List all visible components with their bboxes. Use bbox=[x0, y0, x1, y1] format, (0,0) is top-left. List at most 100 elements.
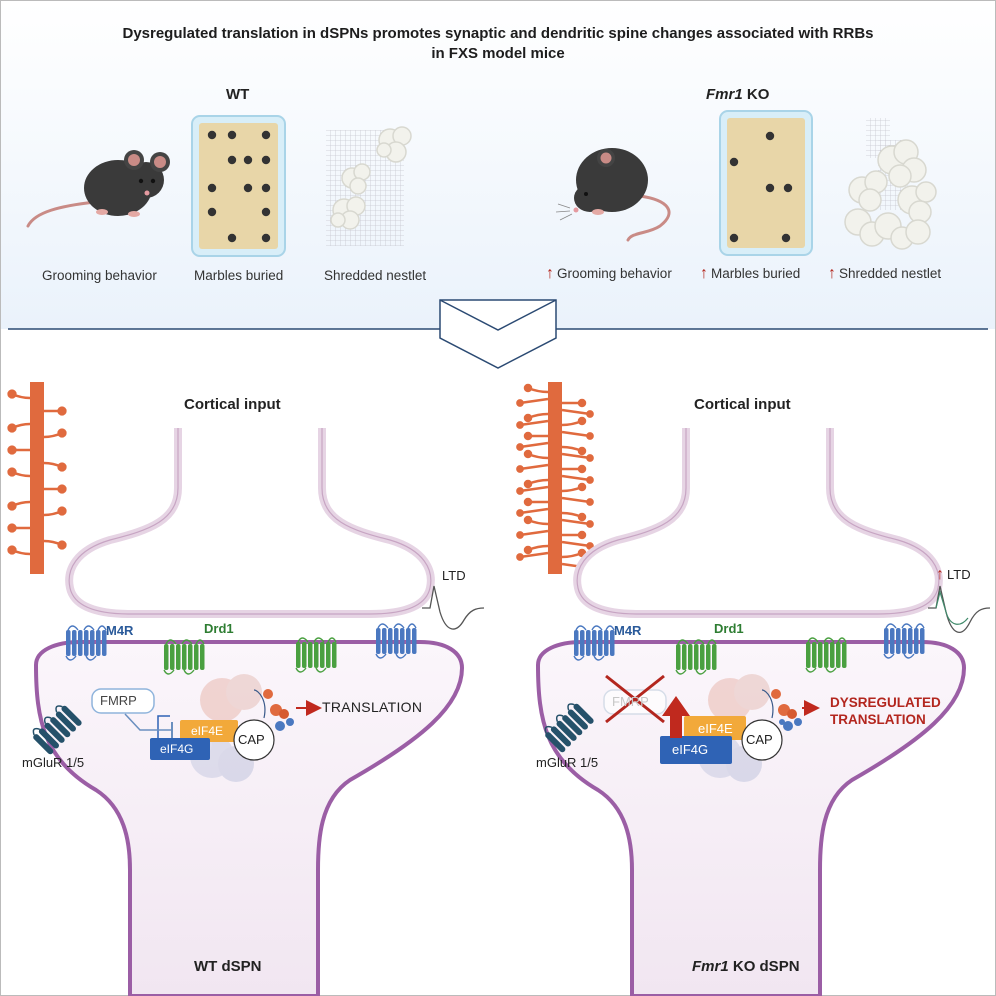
ko-dendrite-icon bbox=[516, 382, 594, 574]
m4r-receptor-icon bbox=[883, 623, 925, 659]
chevron-down-icon bbox=[439, 299, 557, 369]
wt-ltd-label: LTD bbox=[442, 568, 466, 583]
title-line-1: Dysregulated translation in dSPNs promot… bbox=[122, 25, 874, 42]
marble bbox=[207, 130, 217, 140]
ko-cap-label: CAP bbox=[746, 732, 773, 747]
page-title: Dysregulated translation in dSPNs promot… bbox=[40, 24, 956, 64]
marble bbox=[227, 155, 237, 165]
spine-head bbox=[523, 497, 533, 507]
marble bbox=[207, 183, 217, 193]
ko-grooming-label: ↑Grooming behavior bbox=[546, 265, 672, 282]
wt-dendrite-icon bbox=[7, 382, 67, 574]
ko-fmrp-box bbox=[603, 689, 667, 715]
marble bbox=[227, 233, 237, 243]
spine-head bbox=[577, 530, 587, 540]
drd1-receptor-icon bbox=[295, 637, 337, 673]
wt-eif4g-label: eIF4G bbox=[160, 742, 194, 756]
ko-mouse-icon bbox=[555, 148, 671, 242]
spine bbox=[519, 507, 549, 515]
spine-head bbox=[7, 523, 17, 533]
wt-mouse-icon bbox=[26, 150, 170, 228]
wt-translation-complex bbox=[150, 689, 322, 761]
chevron-inner-line bbox=[439, 299, 557, 331]
spine-head bbox=[7, 423, 17, 433]
wt-grooming-label: Grooming behavior bbox=[42, 268, 157, 283]
spine bbox=[561, 452, 591, 460]
marble bbox=[781, 233, 791, 243]
wt-presynaptic-terminal bbox=[65, 428, 435, 618]
wt-eif4e-label: eIF4E bbox=[191, 724, 224, 738]
dys-line-1: DYSREGULATED bbox=[830, 695, 941, 710]
ko-eif4g-label: eIF4G bbox=[672, 742, 709, 757]
spine-head bbox=[586, 476, 594, 484]
wt-fmrp-label: FMRP bbox=[100, 693, 137, 708]
marble bbox=[261, 155, 271, 165]
ko-cortical-input-label: Cortical input bbox=[694, 396, 791, 413]
spine-head bbox=[586, 520, 594, 528]
spine-head bbox=[516, 421, 524, 429]
wt-cap-circle bbox=[233, 719, 275, 761]
wt-membrane-receptors bbox=[65, 623, 417, 675]
wt-nestlet-label: Shredded nestlet bbox=[324, 268, 427, 283]
spine-head bbox=[516, 443, 524, 451]
marble bbox=[243, 183, 253, 193]
spine-head bbox=[57, 406, 67, 416]
spine bbox=[519, 419, 549, 427]
spine bbox=[519, 441, 549, 449]
wt-group-label: WT bbox=[226, 86, 250, 103]
ko-eif4g-box bbox=[660, 736, 732, 764]
ko-dysregulated-translation-label: DYSREGULATED TRANSLATION bbox=[830, 694, 941, 728]
spine-head bbox=[577, 416, 587, 426]
spine-head bbox=[523, 449, 533, 459]
spine bbox=[519, 397, 549, 405]
drd1-receptor-icon bbox=[805, 637, 847, 673]
wt-eif4g-box bbox=[150, 738, 210, 760]
marble bbox=[729, 233, 739, 243]
wt-cap-label: CAP bbox=[238, 732, 265, 747]
up-arrow-icon: ↑ bbox=[828, 265, 836, 282]
spine-head bbox=[586, 454, 594, 462]
ko-cap-circle bbox=[741, 719, 783, 761]
spine-head bbox=[7, 389, 17, 399]
ko-mglur-receptor-icon bbox=[544, 703, 594, 753]
ko-footer-label: Fmr1 KO dSPN bbox=[692, 958, 800, 975]
up-arrow-icon: ↑ bbox=[936, 566, 944, 583]
spine-head bbox=[523, 545, 533, 555]
spine bbox=[519, 485, 549, 493]
spine-head bbox=[577, 398, 587, 408]
drd1-receptor-icon bbox=[675, 639, 717, 675]
spine bbox=[561, 408, 591, 416]
ko-up-arrow-icon bbox=[662, 696, 690, 738]
marble bbox=[783, 183, 793, 193]
spine bbox=[561, 474, 591, 482]
spine-head bbox=[57, 506, 67, 516]
marble bbox=[243, 155, 253, 165]
ko-presynaptic-terminal bbox=[573, 428, 943, 618]
marble bbox=[207, 207, 217, 217]
spine-head bbox=[57, 540, 67, 550]
spine-head bbox=[577, 512, 587, 522]
wt-footer-label: WT dSPN bbox=[194, 958, 262, 975]
wt-fmrp-box bbox=[91, 688, 155, 714]
title-line-2: in FXS model mice bbox=[431, 45, 565, 62]
spine-head bbox=[523, 383, 533, 393]
spine-head bbox=[516, 531, 524, 539]
ko-eif4e-box bbox=[684, 716, 746, 740]
marble bbox=[227, 130, 237, 140]
spine-head bbox=[577, 548, 587, 558]
ko-fmrp-crossed bbox=[603, 674, 667, 724]
spine-head bbox=[577, 446, 587, 456]
spine bbox=[519, 463, 549, 471]
spine-head bbox=[7, 545, 17, 555]
spine bbox=[561, 430, 591, 438]
spine-head bbox=[516, 509, 524, 517]
ko-marbles-label: ↑Marbles buried bbox=[700, 265, 801, 282]
ko-footer-gene: Fmr1 bbox=[692, 958, 729, 975]
wt-cortical-input-label: Cortical input bbox=[184, 396, 281, 413]
spine-head bbox=[57, 484, 67, 494]
marble bbox=[765, 183, 775, 193]
ko-gene-name: Fmr1 bbox=[706, 86, 743, 103]
wt-marbles bbox=[207, 130, 271, 243]
dys-line-2: TRANSLATION bbox=[830, 712, 926, 727]
spine-head bbox=[523, 479, 533, 489]
